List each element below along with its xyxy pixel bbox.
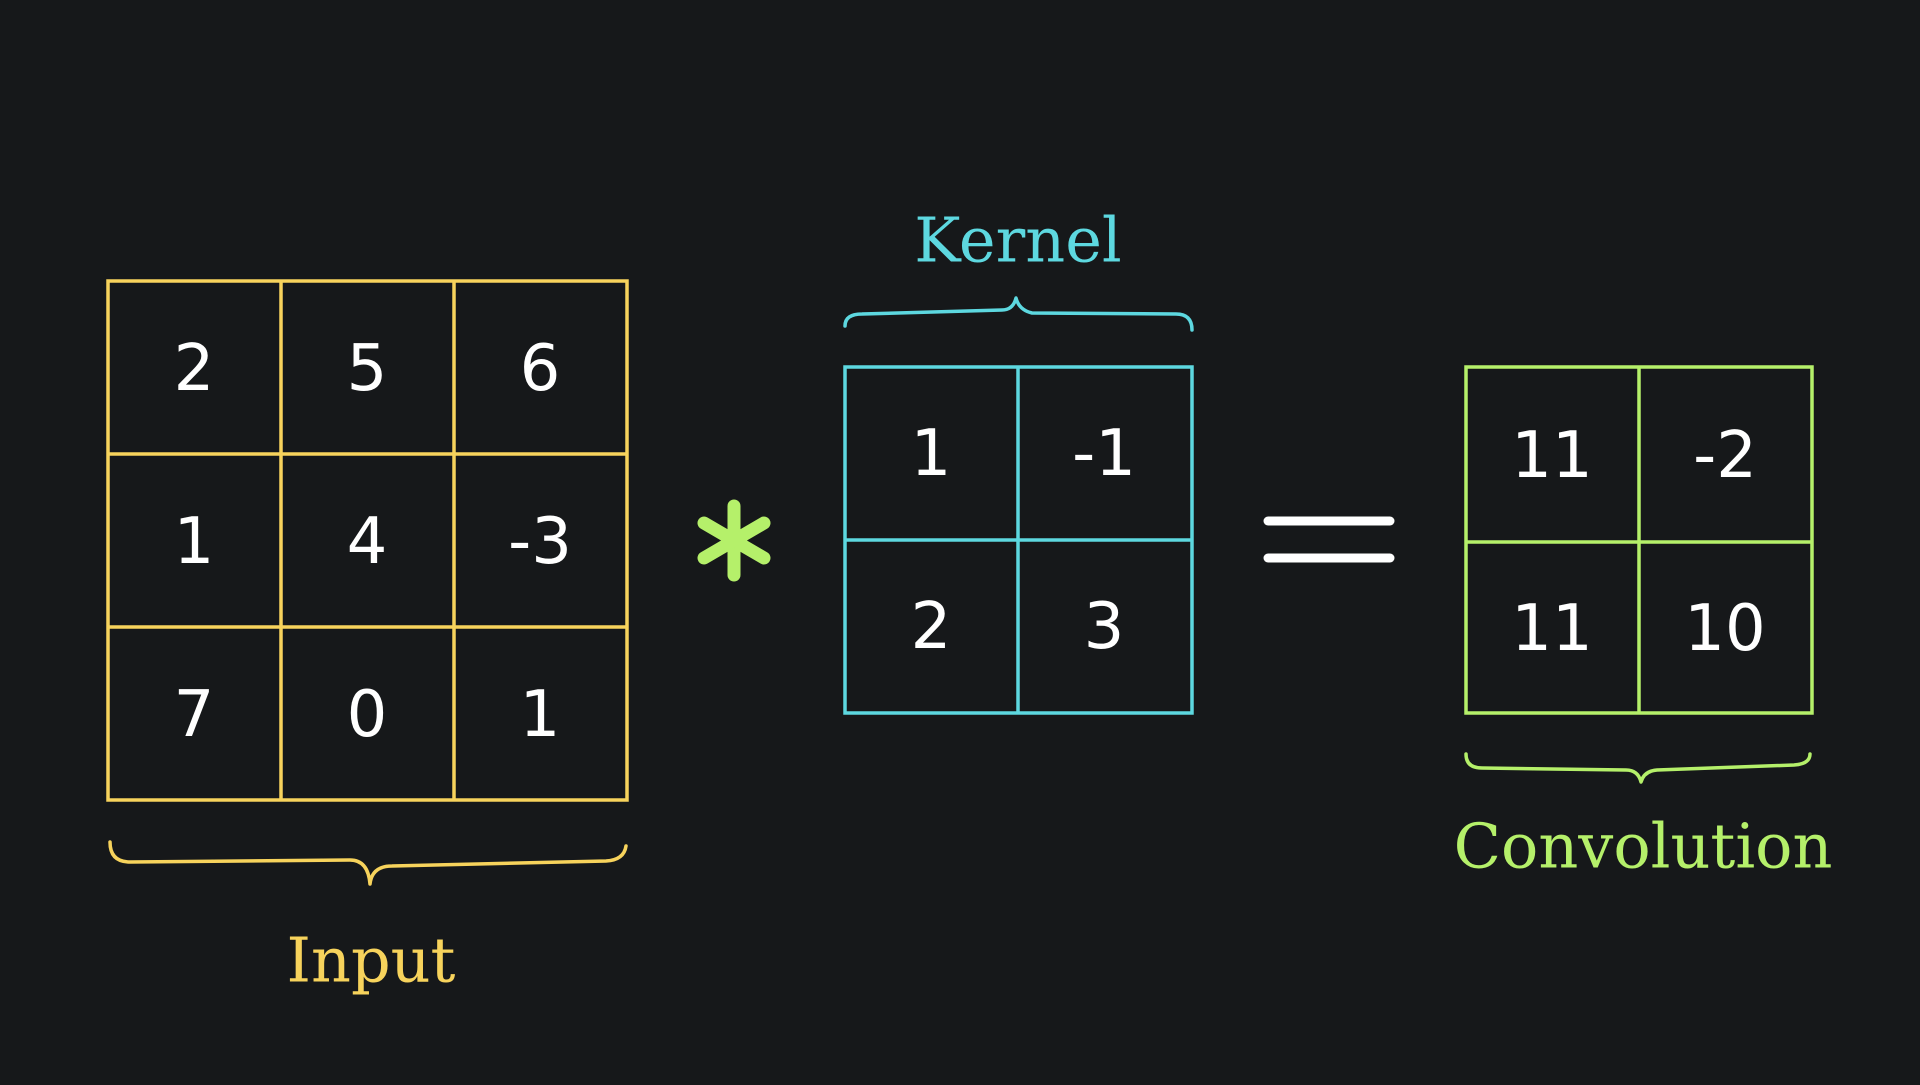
input-cell: 6 xyxy=(520,332,561,406)
output-brace xyxy=(1464,752,1812,784)
output-cell: -2 xyxy=(1693,419,1757,493)
equals-sign xyxy=(1263,516,1395,563)
output-cell: 11 xyxy=(1511,592,1592,666)
star-stroke xyxy=(697,516,771,565)
input-cell: 5 xyxy=(347,332,388,406)
input-label: Input xyxy=(287,924,456,997)
kernel-label: Kernel xyxy=(914,204,1121,277)
input-matrix: 2 5 6 1 4 -3 7 0 1 xyxy=(106,279,629,802)
input-brace xyxy=(108,840,628,886)
input-cell: 2 xyxy=(174,332,215,406)
kernel-cell: 1 xyxy=(911,417,952,491)
input-matrix-border xyxy=(106,279,629,802)
input-cell: 7 xyxy=(174,678,215,752)
equals-symbol: = xyxy=(1329,539,1330,541)
kernel-brace xyxy=(843,296,1194,332)
input-cell: -3 xyxy=(508,505,572,579)
output-cell: 11 xyxy=(1511,419,1592,493)
output-label: Convolution xyxy=(1454,810,1833,883)
output-matrix: 11 -2 11 10 xyxy=(1464,365,1814,715)
input-cell: 1 xyxy=(520,678,561,752)
kernel-cell: 2 xyxy=(911,590,952,664)
kernel-cell: -1 xyxy=(1072,417,1136,491)
input-cell: 0 xyxy=(347,678,388,752)
input-cell: 1 xyxy=(174,505,215,579)
output-cell: 10 xyxy=(1684,592,1765,666)
convolution-operator-star xyxy=(697,499,771,582)
kernel-matrix: 1 -1 2 3 xyxy=(843,365,1194,715)
input-cell: 4 xyxy=(347,505,388,579)
kernel-cell: 3 xyxy=(1084,590,1125,664)
